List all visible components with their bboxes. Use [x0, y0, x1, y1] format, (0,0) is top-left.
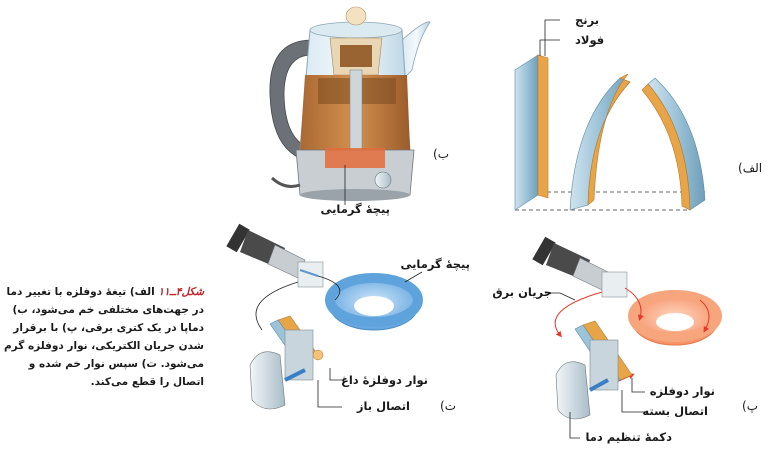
- label-heating-coil-mid: پیچهٔ گرمایی: [400, 257, 470, 271]
- panel-p-closed-contact: جریان برق نوار دوفلزه اتصال بسته دکمهٔ ت…: [492, 236, 758, 444]
- panel-b-label: (ب: [433, 147, 449, 161]
- label-bimetal-strip: نوار دوفلزه: [650, 384, 715, 399]
- label-brass: برنج: [575, 13, 599, 27]
- caption-text: الف) تیغهٔ دوفلزه با تغییر دما در جهت‌ها…: [3, 286, 204, 388]
- panel-t-label: (ت: [440, 399, 456, 413]
- figure-number: شکل۴ــ۱۱: [158, 286, 204, 298]
- bent-strip-left: [569, 73, 631, 211]
- label-electric-current: جریان برق: [492, 285, 552, 299]
- kettle-knob-icon: [374, 171, 392, 189]
- panel-t-open-contact: نوار دوفلزهٔ داغ اتصال باز پیچهٔ گرمایی …: [226, 223, 470, 413]
- thermostat-knob-open: [249, 351, 306, 410]
- panel-p-label: (پ: [742, 399, 758, 413]
- panel-b-kettle: پیچهٔ گرمایی (ب: [269, 6, 449, 216]
- plug-left: [226, 223, 324, 288]
- label-steel: فولاد: [575, 33, 604, 48]
- bent-strip-right: [641, 77, 706, 211]
- current-arrow-in: [624, 287, 644, 321]
- label-hot-bimetal-strip: نوار دوفلزهٔ داغ: [341, 373, 428, 388]
- panel-a-label: (الف: [738, 161, 762, 175]
- label-thermostat-knob: دکمهٔ تنظیم دما: [585, 430, 672, 444]
- heating-coil-cold: [325, 273, 423, 331]
- figure-caption: شکل۴ــ۱۱ الف) تیغهٔ دوفلزه با تغییر دما …: [4, 283, 204, 391]
- plug-right: [532, 236, 628, 298]
- heating-coil-hot: [628, 290, 722, 346]
- label-heating-coil-kettle: پیچهٔ گرمایی: [320, 202, 390, 216]
- label-closed-contact: اتصال بسته: [642, 404, 708, 418]
- current-arrow-out: [554, 291, 603, 338]
- straight-bimetal-strip: [514, 54, 549, 211]
- panel-a-bimetal-strips: برنج فولاد (الف: [514, 13, 762, 211]
- thermostat-knob-closed: [555, 361, 609, 420]
- label-open-contact: اتصال باز: [356, 399, 410, 413]
